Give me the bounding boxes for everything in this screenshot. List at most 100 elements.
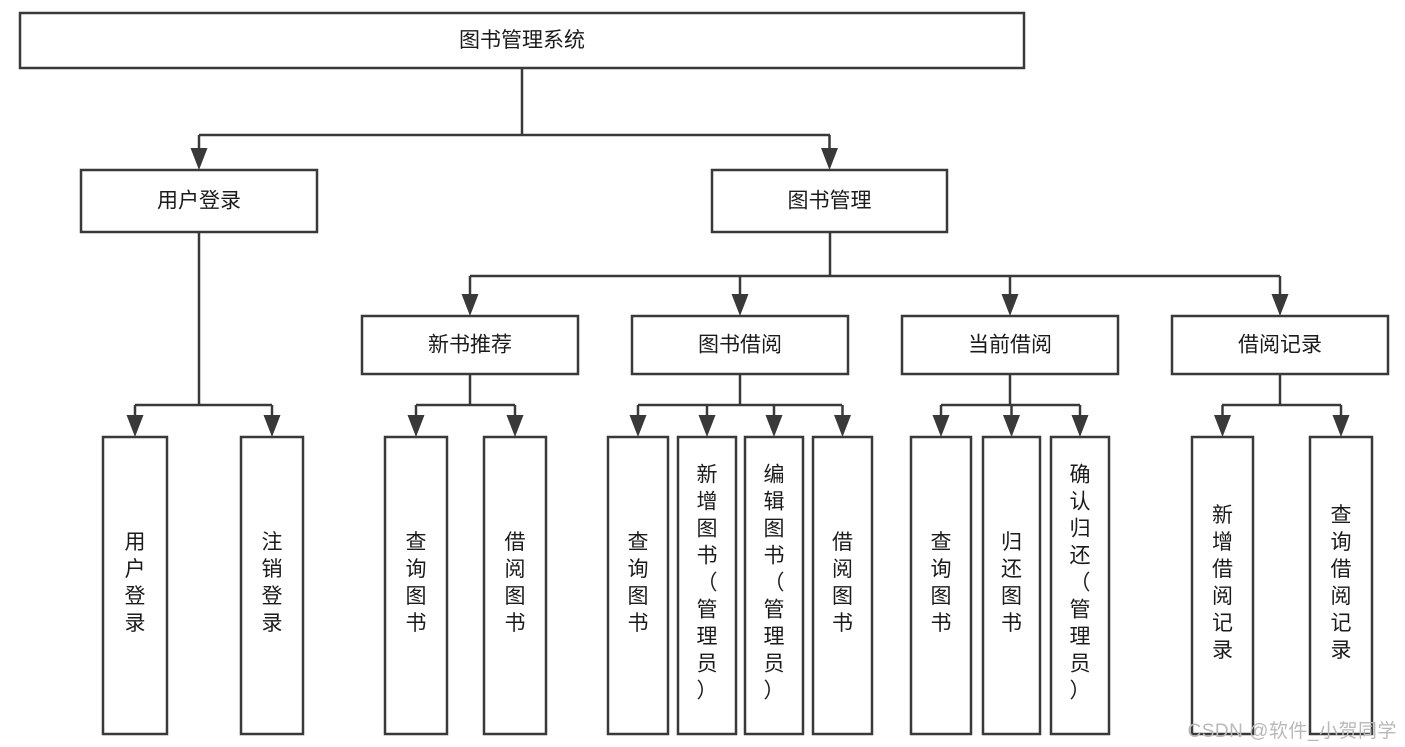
node-label: 用户登录 bbox=[125, 531, 146, 635]
arrow-head-icon bbox=[407, 415, 425, 437]
connector-group-borrow-record-bus bbox=[1222, 374, 1341, 407]
node-l-return-book[interactable]: 归还图书 bbox=[981, 435, 1042, 736]
node-label: 查询图书 bbox=[628, 531, 649, 635]
node-box[interactable] bbox=[909, 435, 973, 736]
node-label: 用户登录 bbox=[157, 190, 241, 213]
node-box[interactable] bbox=[239, 435, 305, 736]
node-root[interactable]: 图书管理系统 bbox=[18, 11, 1026, 70]
node-n-borrow-record[interactable]: 借阅记录 bbox=[1170, 314, 1390, 376]
node-l-query-book-1[interactable]: 查询图书 bbox=[383, 435, 449, 736]
node-l-query-record[interactable]: 查询借阅记录 bbox=[1308, 435, 1374, 736]
arrow-head-icon bbox=[1271, 294, 1289, 316]
arrow-head-icon bbox=[821, 148, 838, 170]
node-box[interactable] bbox=[710, 168, 949, 234]
arrow-head-icon bbox=[698, 415, 716, 437]
arrow-head-icon bbox=[1214, 415, 1231, 437]
node-l-query-book-2[interactable]: 查询图书 bbox=[606, 435, 670, 736]
connector-drop-l-logout bbox=[263, 405, 281, 437]
connector-group-current-borrow-bus bbox=[941, 374, 1080, 407]
connector-drop-l-query-record bbox=[1332, 405, 1350, 437]
arrow-head-icon bbox=[629, 415, 647, 437]
node-box[interactable] bbox=[1190, 435, 1255, 736]
node-label: 查询图书 bbox=[406, 531, 427, 635]
connector-drop-n-book-mgmt bbox=[821, 135, 838, 170]
node-box[interactable] bbox=[1308, 435, 1374, 736]
node-box[interactable] bbox=[482, 435, 548, 736]
connector-drop-l-return-book bbox=[1003, 405, 1020, 437]
connector-drop-l-query-book-2 bbox=[629, 405, 647, 437]
arrow-head-icon bbox=[190, 148, 208, 170]
node-box[interactable] bbox=[811, 435, 874, 736]
connector-drop-l-edit-book bbox=[765, 405, 783, 437]
node-box[interactable] bbox=[981, 435, 1042, 736]
connector-drop-l-borrow-book-2 bbox=[834, 405, 851, 437]
arrow-head-icon bbox=[1003, 415, 1020, 437]
arrow-head-icon bbox=[1071, 415, 1089, 437]
connector-drop-l-borrow-book-1 bbox=[506, 405, 524, 437]
node-label: 借阅图书 bbox=[505, 531, 526, 635]
node-label: 借阅记录 bbox=[1238, 334, 1322, 357]
node-label: 借阅图书 bbox=[832, 531, 853, 635]
node-label: 新增借阅记录 bbox=[1212, 504, 1233, 662]
node-l-query-book-3[interactable]: 查询图书 bbox=[909, 435, 973, 736]
node-label: 当前借阅 bbox=[968, 334, 1052, 357]
arrow-head-icon bbox=[731, 294, 749, 316]
connector-drop-n-borrow-record bbox=[1271, 276, 1289, 316]
arrow-head-icon bbox=[1332, 415, 1350, 437]
node-box[interactable] bbox=[18, 11, 1026, 70]
connector-group-user-login-bus bbox=[135, 232, 272, 407]
connector-drop-n-current-borrow bbox=[1001, 276, 1019, 316]
node-box[interactable] bbox=[630, 314, 850, 376]
node-box[interactable] bbox=[1170, 314, 1390, 376]
arrow-head-icon bbox=[263, 415, 281, 437]
connector-drop-l-user-login bbox=[126, 405, 144, 437]
node-l-add-record[interactable]: 新增借阅记录 bbox=[1190, 435, 1255, 736]
arrow-head-icon bbox=[834, 415, 851, 437]
node-l-add-book[interactable]: 新增图书（管理员） bbox=[676, 435, 738, 736]
node-box[interactable] bbox=[79, 168, 319, 234]
connector-layer bbox=[126, 68, 1350, 437]
node-l-edit-book[interactable]: 编辑图书（管理员） bbox=[743, 435, 805, 736]
node-l-borrow-book-1[interactable]: 借阅图书 bbox=[482, 435, 548, 736]
node-label: 注销登录 bbox=[262, 531, 283, 635]
node-box[interactable] bbox=[606, 435, 670, 736]
node-l-confirm-return[interactable]: 确认归还（管理员） bbox=[1049, 435, 1111, 736]
connector-drop-n-new-book-rec bbox=[461, 276, 479, 316]
node-label: 新增图书（管理员） bbox=[697, 464, 718, 703]
node-n-current-borrow[interactable]: 当前借阅 bbox=[900, 314, 1120, 376]
node-n-user-login[interactable]: 用户登录 bbox=[79, 168, 319, 234]
node-l-logout[interactable]: 注销登录 bbox=[239, 435, 305, 736]
connector-drop-l-add-book bbox=[698, 405, 716, 437]
connector-drop-l-query-book-1 bbox=[407, 405, 425, 437]
node-label: 图书管理 bbox=[788, 190, 872, 213]
node-label: 确认归还（管理员） bbox=[1070, 464, 1091, 703]
connector-group-new-book-bus bbox=[416, 374, 515, 407]
arrow-head-icon bbox=[506, 415, 524, 437]
node-box[interactable] bbox=[1049, 435, 1111, 736]
arrow-head-icon bbox=[461, 294, 479, 316]
node-box[interactable] bbox=[676, 435, 738, 736]
node-label: 归还图书 bbox=[1001, 531, 1022, 635]
node-n-new-book-rec[interactable]: 新书推荐 bbox=[360, 314, 580, 376]
watermark-text: CSDN @软件_小贺同学 bbox=[1187, 721, 1397, 742]
node-layer: 图书管理系统用户登录图书管理新书推荐图书借阅当前借阅借阅记录用户登录注销登录查询… bbox=[18, 11, 1390, 736]
node-box[interactable] bbox=[900, 314, 1120, 376]
connector-group-root-bus bbox=[199, 68, 830, 137]
node-label: 图书借阅 bbox=[698, 334, 782, 357]
node-label: 编辑图书（管理员） bbox=[764, 464, 785, 703]
node-box[interactable] bbox=[360, 314, 580, 376]
node-box[interactable] bbox=[101, 435, 169, 736]
node-label: 新书推荐 bbox=[428, 334, 512, 357]
node-l-borrow-book-2[interactable]: 借阅图书 bbox=[811, 435, 874, 736]
node-box[interactable] bbox=[383, 435, 449, 736]
node-n-book-mgmt[interactable]: 图书管理 bbox=[710, 168, 949, 234]
connector-drop-l-confirm-return bbox=[1071, 405, 1089, 437]
connector-group-book-mgmt-bus bbox=[470, 232, 1280, 278]
node-n-book-borrow[interactable]: 图书借阅 bbox=[630, 314, 850, 376]
arrow-head-icon bbox=[126, 415, 144, 437]
node-box[interactable] bbox=[743, 435, 805, 736]
arrow-head-icon bbox=[765, 415, 783, 437]
node-l-user-login[interactable]: 用户登录 bbox=[101, 435, 169, 736]
node-label: 查询借阅记录 bbox=[1331, 504, 1352, 662]
